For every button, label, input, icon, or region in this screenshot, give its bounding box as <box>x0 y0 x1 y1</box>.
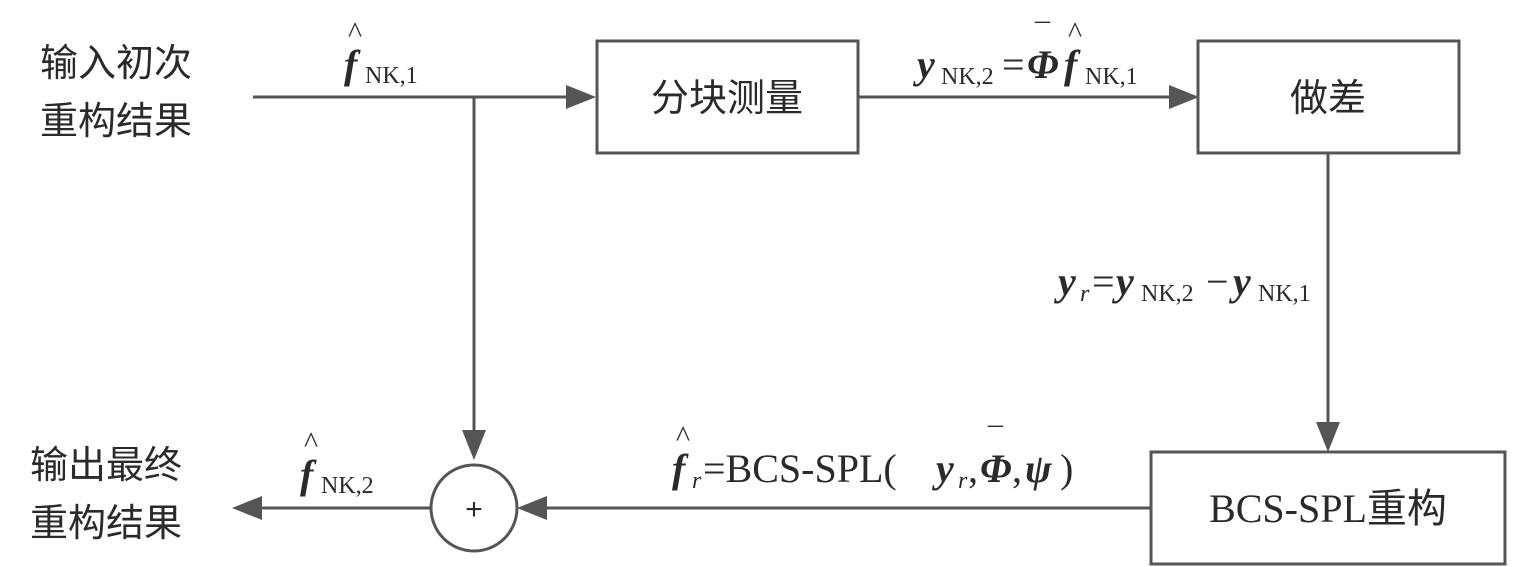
subscript-nk2-a: NK,2 <box>941 64 994 90</box>
block-diff-rect <box>1196 39 1461 155</box>
subscript-nk2-b: NK,2 <box>1141 281 1194 307</box>
output-label-line2: 重构结果 <box>30 501 182 545</box>
symbol-f-r: f <box>672 446 689 491</box>
label-f-r: f ^ r =BCS-SPL( y r , Φ ¯ , ψ ) <box>672 420 1073 494</box>
comma-1: , <box>968 446 978 491</box>
bar-phi-2: ¯ <box>987 422 1004 455</box>
arrow-to-sum <box>462 430 486 460</box>
arrow-to-measure <box>566 85 596 109</box>
input-label: 输入初次 重构结果 <box>40 41 192 143</box>
symbol-phi-1: Φ <box>1027 42 1059 87</box>
input-label-line2: 重构结果 <box>40 99 192 143</box>
arrow-into-sum <box>517 496 547 520</box>
hat-f-r: ^ <box>676 420 690 453</box>
subscript-nk1-b: NK,1 <box>1085 64 1138 90</box>
block-recon: BCS-SPL重构 <box>1149 450 1507 566</box>
label-y-r: y r = y NK,2 − y NK,1 <box>1054 259 1311 307</box>
block-measure-label: 分块测量 <box>651 76 803 120</box>
subscript-nk1: NK,1 <box>365 63 418 89</box>
symbol-y-r: y <box>1054 259 1076 304</box>
comma-2: , <box>1012 446 1022 491</box>
input-label-line1: 输入初次 <box>40 41 192 85</box>
bar-phi-1: ¯ <box>1034 18 1051 51</box>
symbol-y-r-arg: y <box>932 446 954 491</box>
hat-f-in-eq: ^ <box>1068 16 1082 49</box>
arrow-to-recon <box>1316 422 1340 452</box>
summing-sign: + <box>465 493 483 526</box>
block-diff: 做差 <box>1196 39 1461 155</box>
bcs-func-text: =BCS-SPL( <box>703 446 897 491</box>
hat-f-nk2: ^ <box>304 426 318 459</box>
output-label-line1: 输出最终 <box>30 443 182 487</box>
equals-1: = <box>1002 42 1025 87</box>
symbol-f-nk1: f <box>344 42 361 87</box>
symbol-phi-2: Φ <box>980 446 1012 491</box>
block-measure: 分块测量 <box>595 39 860 155</box>
subscript-nk1-c: NK,1 <box>1258 281 1311 307</box>
symbol-f-in-eq: f <box>1064 42 1081 87</box>
close-paren: ) <box>1060 446 1073 491</box>
symbol-psi: ψ <box>1025 446 1052 491</box>
block-diff-label: 做差 <box>1290 76 1366 120</box>
label-y-nk2: y NK,2 = Φ ¯ f ^ NK,1 <box>913 16 1138 90</box>
block-measure-rect <box>595 39 860 155</box>
label-f-nk2: f ^ NK,2 <box>300 426 374 499</box>
subscript-nk2-c: NK,2 <box>321 473 374 499</box>
symbol-y-nk1: y <box>1229 259 1251 304</box>
equals-2: = <box>1092 259 1115 304</box>
subscript-r-2: r <box>692 468 702 494</box>
subscript-r-3: r <box>958 468 968 494</box>
block-recon-label: BCS-SPL重构 <box>1209 486 1447 531</box>
label-f-nk1: f ^ NK,1 <box>344 16 418 89</box>
arrow-to-output <box>232 496 262 520</box>
output-label: 输出最终 重构结果 <box>30 443 182 545</box>
symbol-y-nk2: y <box>913 42 935 87</box>
summing-junction: + <box>429 463 519 553</box>
subscript-r-1: r <box>1080 281 1090 307</box>
arrow-to-diff <box>1169 85 1199 109</box>
symbol-f-nk2: f <box>300 452 317 497</box>
hat-f-nk1: ^ <box>348 16 362 49</box>
symbol-y-nk2-b: y <box>1112 259 1134 304</box>
minus-sign: − <box>1206 259 1229 304</box>
block-recon-rect <box>1149 450 1507 566</box>
